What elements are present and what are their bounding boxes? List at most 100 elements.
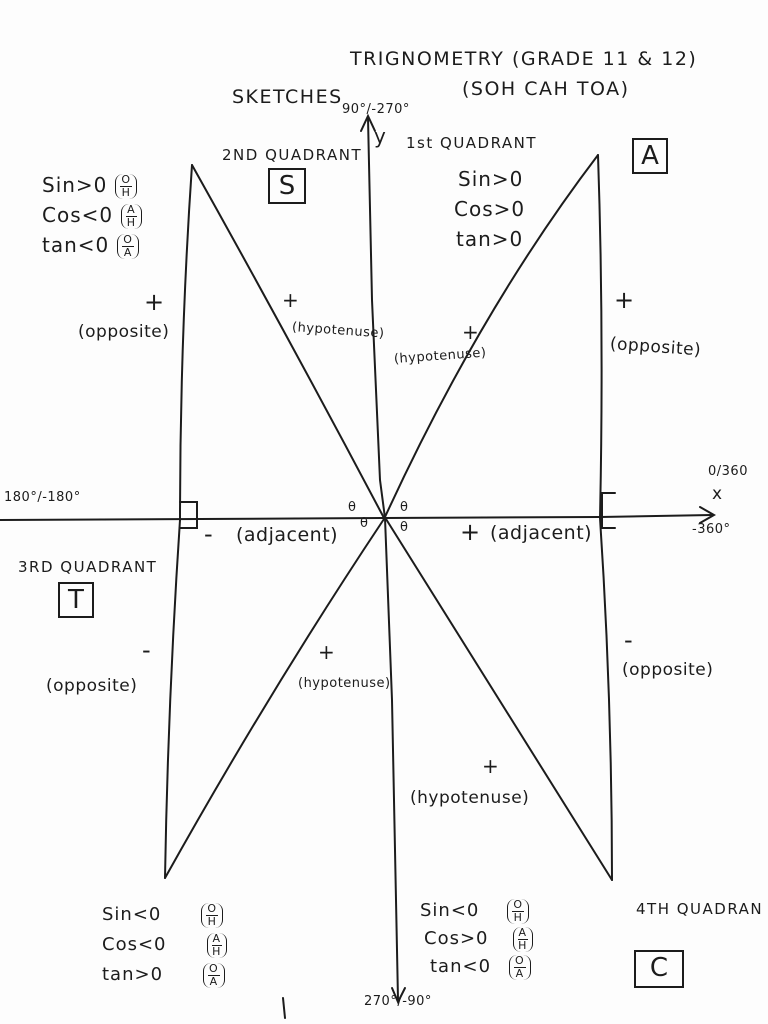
q2-tan-num: O	[122, 233, 134, 247]
q4-rule-cos-text: Cos>0	[424, 928, 489, 949]
q4-tan-den: A	[515, 966, 525, 980]
y-axis-top-arrow	[360, 113, 376, 132]
title-line-2: (SOH CAH TOA)	[462, 78, 630, 100]
q2-rule-cos-text: Cos<0	[42, 203, 114, 227]
q3-cos-den: H	[212, 944, 222, 958]
q4-cos-num: A	[517, 925, 529, 940]
q4-rule-tan-text: tan<0	[430, 956, 492, 977]
q3-rule-cos-text: Cos<0	[102, 934, 167, 955]
x-axis-arrow	[699, 506, 717, 524]
q3-hypotenuse-sign: +	[318, 640, 336, 664]
q2-opposite-sign: +	[144, 288, 165, 316]
left-adjacent-label: (adjacent)	[236, 524, 339, 546]
right-angle-label-bottom: -360°	[692, 522, 731, 537]
sketches-label: SKETCHES	[232, 86, 343, 108]
q1-right-angle-marker	[601, 492, 616, 529]
q3-tan-den: A	[209, 974, 219, 988]
q4-name-line: 4TH QUADRAN	[636, 900, 764, 918]
q1-hypotenuse-line	[384, 154, 599, 518]
x-axis-label: x	[712, 484, 723, 504]
q1-name: 1st QUADRANT	[406, 134, 538, 152]
bottom-tick-mark	[282, 997, 286, 1019]
q3-rule-tan-text: tan>0	[102, 964, 164, 985]
q2-opposite-label: (opposite)	[78, 322, 170, 342]
q2-cos-num: A	[126, 203, 137, 217]
q2-right-angle-marker	[179, 501, 198, 529]
q3-rule-sin-text: Sin<0	[102, 904, 162, 925]
q1-letter-box: A	[632, 138, 668, 174]
theta-q2: θ	[348, 500, 357, 515]
q4-hypotenuse-line	[385, 518, 613, 881]
q1-rule-tan: tan>0	[456, 227, 524, 251]
q1-opposite-line	[597, 154, 603, 519]
q3-sin-num: O	[206, 901, 219, 916]
right-angle-label-top: 0/360	[708, 464, 748, 479]
q2-rule-tan-text: tan<0	[42, 233, 110, 257]
left-angle-label: 180°/-180°	[4, 490, 81, 505]
q3-tan-num: O	[208, 961, 220, 976]
q3-hypotenuse-label: (hypotenuse)	[298, 676, 391, 691]
q3-opposite-line	[164, 519, 181, 879]
bottom-angle-label: 270°/-90°	[364, 994, 432, 1009]
q4-hypotenuse-label: (hypotenuse)	[410, 788, 530, 808]
q4-sin-den: H	[513, 910, 523, 924]
q4-letter-box: C	[634, 950, 684, 988]
q4-hypotenuse-sign: +	[482, 754, 500, 778]
q1-rule-sin: Sin>0	[458, 167, 524, 191]
q4-tan-num: O	[514, 953, 526, 968]
q2-letter-box: S	[268, 168, 306, 204]
q4-opposite-line	[599, 517, 613, 881]
q2-hypotenuse-line	[191, 164, 385, 519]
y-axis-bottom-arrow	[391, 987, 406, 1005]
q1-opposite-sign: +	[614, 286, 635, 314]
q2-opposite-line	[179, 164, 193, 521]
q3-letter-box: T	[58, 582, 94, 618]
q3-name: 3RD QUADRANT	[18, 558, 158, 576]
right-adjacent-sign: +	[460, 518, 481, 546]
top-angle-label: 90°/-270°	[342, 102, 410, 117]
y-axis-line	[367, 117, 399, 1001]
q4-sin-num: O	[512, 897, 525, 912]
q2-hypotenuse-sign: +	[282, 288, 300, 312]
q3-sin-den: H	[207, 914, 217, 928]
q2-tan-den: A	[123, 246, 133, 259]
title-line-1: TRIGNOMETRY (GRADE 11 & 12)	[350, 48, 698, 70]
q4-opposite-sign: -	[624, 626, 634, 654]
q2-cos-den: H	[126, 216, 137, 229]
theta-q3: θ	[360, 516, 369, 531]
q2-sin-num: O	[120, 173, 133, 187]
q2-sin-den: H	[121, 186, 131, 199]
q4-rule-sin-text: Sin<0	[420, 900, 480, 921]
q2-name: 2ND QUADRANT	[222, 146, 363, 164]
left-adjacent-sign: -	[204, 520, 214, 548]
q3-opposite-label: (opposite)	[46, 676, 138, 696]
q1-hypotenuse-sign: +	[462, 320, 480, 344]
x-axis-line	[0, 514, 713, 521]
q4-cos-den: H	[518, 938, 528, 952]
y-axis-label: y	[374, 124, 387, 148]
q2-rule-sin-text: Sin>0	[42, 173, 108, 197]
right-adjacent-label: (adjacent)	[490, 522, 593, 544]
theta-q1: θ	[400, 500, 409, 515]
q1-rule-cos: Cos>0	[454, 197, 526, 221]
q3-cos-num: A	[211, 931, 223, 946]
q4-opposite-label: (opposite)	[622, 660, 714, 680]
q3-hypotenuse-line	[164, 518, 385, 879]
